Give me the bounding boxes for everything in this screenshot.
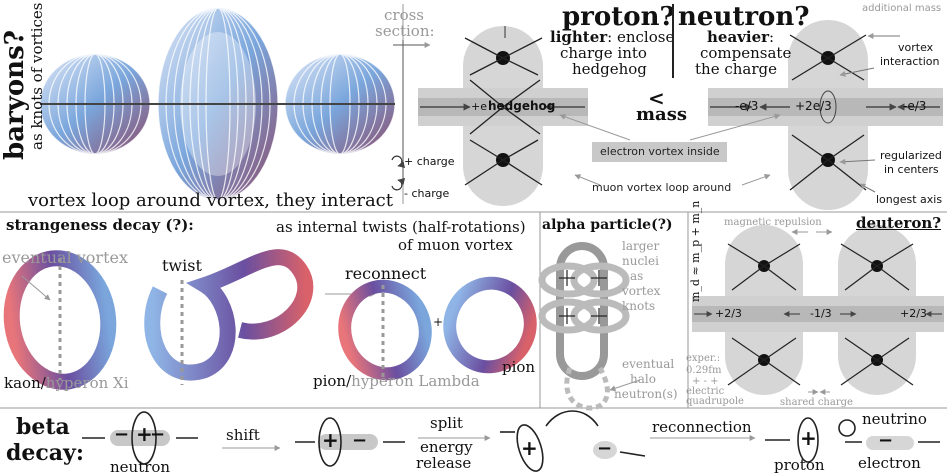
of-muon-label: of muon vortex xyxy=(398,236,513,254)
strangeness-ribbons xyxy=(3,249,537,390)
deuteron-mass-relation: m_d ≈ m_p + m_n xyxy=(689,200,702,302)
minus-charge-label: - charge xyxy=(404,187,450,200)
larger-nuclei-3: as xyxy=(630,269,644,283)
reconnect-label: reconnect xyxy=(345,264,427,283)
deuteron-charge-mid: -1/3 xyxy=(810,307,832,320)
proton-plus: + xyxy=(800,426,817,450)
vortex-loop-caption: vortex loop around vortex, they interact xyxy=(28,190,393,211)
shift-minus: − xyxy=(352,430,368,451)
exper-5: quadrupole xyxy=(686,396,744,407)
strangeness-title: strangeness decay (?): xyxy=(6,216,194,234)
muon-loop-arrows xyxy=(559,113,781,186)
beta-decay-diagrams xyxy=(82,410,940,472)
proton-cross-section xyxy=(418,26,588,206)
less-than-sign: < xyxy=(648,86,665,110)
regularized-2: in centers xyxy=(884,163,939,176)
neutron-plus: + xyxy=(136,422,153,446)
alpha-title: alpha particle(?) xyxy=(542,217,673,233)
split-plus: + xyxy=(521,436,538,460)
neutron-minus-2: − xyxy=(150,424,166,445)
neutron-label: neutron xyxy=(110,458,171,476)
proton-charge-label: +e xyxy=(471,100,487,113)
neutron-desc-2: compensate xyxy=(700,44,792,62)
neutron-cross-section xyxy=(708,20,943,210)
eventual-halo-3: neutron(s) xyxy=(614,387,678,401)
reconnection-label: reconnection xyxy=(652,418,752,436)
eventual-halo-1: eventual xyxy=(622,357,675,371)
cross-section-label-2: section: xyxy=(375,22,435,40)
shift-plus: + xyxy=(322,428,339,452)
neutron-lead: heavier xyxy=(707,28,770,46)
pion-lambda-2: hyperon Lambda xyxy=(351,372,480,390)
split-minus: − xyxy=(597,438,613,459)
deuteron-title: deuteron? xyxy=(856,214,942,232)
vortex-knot-torus xyxy=(39,7,396,201)
magnetic-repulsion-label: magnetic repulsion xyxy=(724,217,822,228)
neutron-charge-mid: +2e/3 xyxy=(795,99,832,113)
pion-lambda-1: pion/ xyxy=(313,372,352,390)
hyperon-xi-label: hyperon Xi xyxy=(45,374,129,392)
kaon-label: kaon/ xyxy=(4,374,46,392)
eventual-halo-2: halo xyxy=(630,372,656,386)
larger-nuclei-5: knots xyxy=(622,299,656,313)
larger-nuclei-1: larger xyxy=(622,239,660,253)
electron-vortex-box xyxy=(592,142,727,162)
pion-label: pion xyxy=(502,358,536,376)
larger-nuclei-4: vortex xyxy=(622,284,661,298)
proton-neutron-divider xyxy=(672,4,674,78)
decay-label: decay: xyxy=(6,440,84,466)
proton-lead: lighter xyxy=(550,28,608,46)
proton-title: proton? xyxy=(562,2,675,32)
exper-3: + - + xyxy=(692,376,719,387)
electron-label: electron xyxy=(858,454,921,472)
beta-label: beta xyxy=(16,414,70,440)
regularized-1: regularized xyxy=(880,149,942,162)
deuteron-charge-right: +2/3 xyxy=(900,307,927,320)
deuteron-cross-section xyxy=(692,225,944,395)
additional-mass-label: additional mass xyxy=(862,3,942,14)
neutron-title: neutron? xyxy=(678,2,810,32)
exper-4: electric xyxy=(686,386,725,397)
deuteron-charge-left: +2/3 xyxy=(715,307,742,320)
proton-desc-1: : enclose xyxy=(607,28,675,46)
electron-vortex-label: electron vortex inside xyxy=(600,145,720,158)
split-label: split xyxy=(430,414,463,432)
neutrino-label: neutrino xyxy=(862,410,927,428)
neutron-minus: − xyxy=(114,424,130,445)
muon-loop-label: muon vortex loop around xyxy=(592,181,732,194)
proton-desc-3: hedgehog xyxy=(572,60,647,78)
release-label: release xyxy=(416,454,472,472)
proton-label: proton xyxy=(774,456,825,474)
cross-section-label-1: cross xyxy=(384,6,424,24)
baryons-subtitle: as knots of vortices xyxy=(28,2,46,150)
vortex-interaction-1: vortex xyxy=(898,41,934,54)
cross-section-axis xyxy=(393,40,431,180)
twist-label: twist xyxy=(162,256,202,275)
neutron-charge-right: -e/3 xyxy=(903,99,927,113)
shift-label: shift xyxy=(226,426,260,444)
energy-label: energy xyxy=(420,438,473,456)
electron-minus: − xyxy=(878,430,894,451)
hedgehog-label: hedgehog xyxy=(488,99,556,113)
neutron-desc-3: the charge xyxy=(695,60,777,78)
plus-charge-label: + charge xyxy=(404,155,455,168)
alpha-particle-knot xyxy=(538,242,641,411)
exper-1: exper.: xyxy=(686,353,721,364)
internal-twists-label: as internal twists (half-rotations) xyxy=(276,218,526,236)
mass-label: mass xyxy=(636,104,687,125)
charge-swirl-icons xyxy=(391,155,406,191)
exper-2: 0.29fm xyxy=(686,365,722,376)
shared-charge-label: shared charge xyxy=(780,397,853,408)
neutron-charge-left: -e/3 xyxy=(735,99,759,113)
neutron-desc-1: : xyxy=(769,28,775,46)
larger-nuclei-2: nuclei xyxy=(622,254,659,268)
eventual-vortex-label: eventual vortex xyxy=(2,248,128,267)
plus-sign: + xyxy=(433,315,444,329)
proton-desc-2: charge into xyxy=(560,44,647,62)
vortex-interaction-2: interaction xyxy=(880,55,940,68)
baryons-title: baryons? xyxy=(0,30,30,160)
longest-axis-label: longest axis xyxy=(876,193,943,206)
